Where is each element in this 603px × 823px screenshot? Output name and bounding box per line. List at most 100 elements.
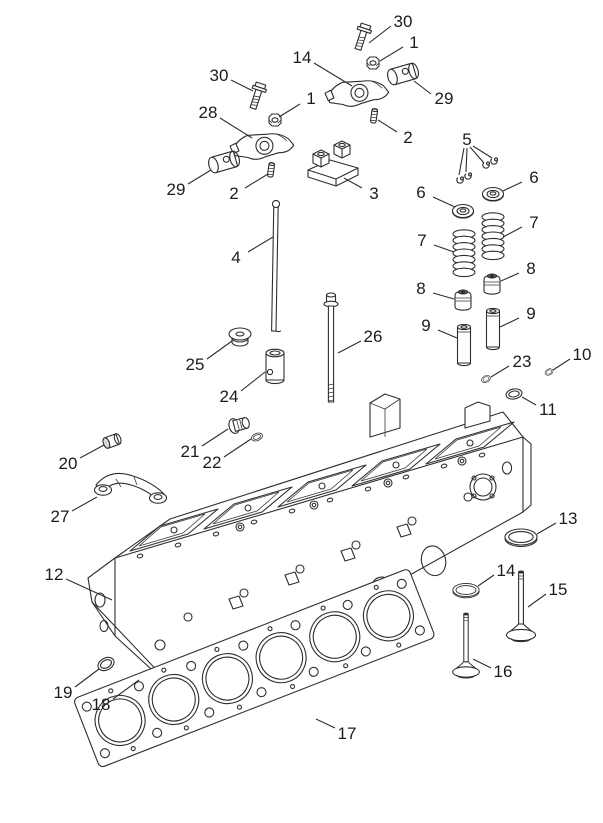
callout-2: 2: [403, 128, 412, 147]
leader-line-29: [187, 169, 212, 185]
callout-3: 3: [369, 184, 378, 203]
leader-line-2: [244, 173, 269, 189]
part-crosshead-bracket: [307, 140, 359, 187]
callout-15: 15: [549, 580, 568, 599]
leader-line-26: [337, 340, 362, 354]
callout-28: 28: [199, 103, 218, 122]
part-rocker-arm-right: [323, 74, 391, 111]
part-valve-guide-right: [485, 307, 501, 351]
part-threaded-plug-21: [228, 416, 250, 434]
leader-line-22: [223, 438, 252, 458]
leader-line-19: [74, 668, 100, 688]
leader-line-30: [230, 79, 254, 92]
leader-line-14: [313, 62, 353, 87]
part-cylinder-head: [87, 393, 532, 701]
part-hex-nut-right: [366, 56, 380, 70]
part-valve-short: [452, 612, 480, 679]
leader-line-1: [278, 103, 301, 118]
callout-14: 14: [497, 561, 516, 580]
leader-line-28: [219, 117, 253, 139]
leader-line-25: [206, 340, 233, 360]
leader-line-11: [521, 396, 537, 406]
callout-23: 23: [513, 352, 532, 371]
callout-29: 29: [435, 89, 454, 108]
callout-22: 22: [203, 453, 222, 472]
callout-20: 20: [59, 454, 78, 473]
callout-27: 27: [51, 507, 70, 526]
leader-line-4: [247, 236, 274, 253]
leader-line-5: [458, 147, 465, 176]
callout-9: 9: [421, 316, 430, 335]
part-push-rod: [271, 199, 282, 333]
part-cap-plug: [228, 327, 252, 347]
part-o-ring: [504, 387, 524, 401]
leader-line-21: [201, 428, 229, 447]
leader-line-16: [472, 658, 492, 669]
part-cup-plug-tiny: [480, 373, 492, 385]
leader-line-8: [500, 272, 520, 282]
part-spacer-sleeve: [265, 348, 285, 385]
leader-line-30: [368, 25, 392, 44]
callout-9: 9: [526, 304, 535, 323]
callout-8: 8: [526, 259, 535, 278]
leader-line-7: [433, 244, 455, 253]
leader-line-7: [502, 226, 523, 238]
callout-18: 18: [92, 695, 111, 714]
part-valve-spring-left: [452, 229, 476, 278]
callout-30: 30: [394, 12, 413, 31]
callout-13: 13: [559, 509, 578, 528]
callout-25: 25: [186, 355, 205, 374]
leader-line-12: [65, 578, 113, 601]
part-hex-nut-left: [268, 113, 282, 127]
leader-line-18: [112, 679, 140, 700]
callout-12: 12: [45, 565, 64, 584]
part-plug-20: [102, 433, 122, 449]
part-long-bolt: [323, 292, 339, 403]
callout-17: 17: [338, 724, 357, 743]
leader-line-13: [536, 522, 557, 535]
leader-line-9: [499, 317, 520, 328]
callout-7: 7: [529, 213, 538, 232]
part-valve-stem-seal-left: [454, 289, 472, 311]
leader-line-3: [343, 177, 363, 189]
leader-line-20: [79, 444, 105, 459]
part-seal-ring-large: [504, 528, 538, 548]
callout-8: 8: [416, 279, 425, 298]
part-dowel: [543, 367, 555, 377]
part-flange-bolt-left: [245, 80, 269, 112]
part-valve-long: [505, 570, 537, 643]
callout-30: 30: [210, 66, 229, 85]
callout-26: 26: [364, 327, 383, 346]
leader-line-5: [465, 147, 468, 173]
callout-11: 11: [539, 400, 557, 419]
callout-6: 6: [416, 183, 425, 202]
part-o-ring-small-22: [249, 431, 265, 443]
leader-line-29: [413, 80, 432, 95]
leader-line-6: [432, 196, 456, 208]
leader-line-14: [477, 574, 495, 587]
callout-24: 24: [220, 387, 239, 406]
part-spring-retainer-right: [481, 186, 505, 202]
callout-14: 14: [293, 48, 312, 67]
part-valve-stem-seal-right: [483, 273, 501, 295]
callout-1: 1: [306, 89, 315, 108]
part-seal-ring-small: [452, 582, 480, 599]
callout-5: 5: [462, 130, 471, 149]
callout-29: 29: [167, 180, 186, 199]
callout-4: 4: [231, 248, 240, 267]
leader-line-27: [71, 496, 98, 512]
part-valve-spring-right: [481, 212, 505, 261]
part-lifting-bracket: [93, 472, 168, 504]
leader-line-9: [437, 329, 458, 339]
part-valve-guide-left: [456, 323, 472, 367]
leader-line-2: [377, 119, 398, 133]
leader-line-8: [432, 292, 455, 300]
leader-line-5: [472, 145, 493, 159]
callout-16: 16: [494, 662, 513, 681]
callout-1: 1: [409, 33, 418, 52]
callout-7: 7: [417, 231, 426, 250]
leader-line-10: [552, 358, 571, 371]
callout-19: 19: [54, 683, 73, 702]
